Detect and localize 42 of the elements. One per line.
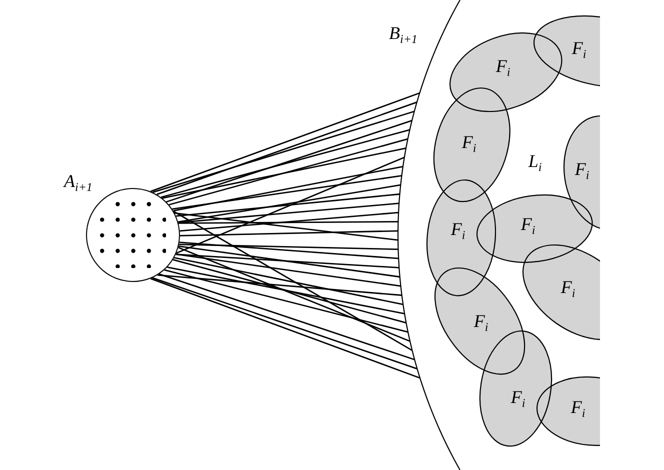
connecting-line [179,242,399,260]
connecting-line [172,259,406,324]
math-label: F$_{i}$ [462,133,476,153]
math-label: F$_{i}$ [560,278,576,298]
connecting-line [178,221,398,224]
connecting-line [180,212,399,232]
connecting-line [167,266,405,314]
math-label: F$_{i}$ [450,220,466,240]
connecting-line [172,175,402,210]
math-label: B$_{i+1}$ [389,24,418,44]
connecting-line [178,202,400,224]
connecting-line [164,269,408,333]
connecting-line [166,120,412,203]
connecting-line [178,246,410,342]
connecting-line [176,156,405,254]
math-label: F$_{i}$ [496,57,510,77]
math-label: F$_{i}$ [574,160,590,180]
connecting-line [173,210,413,352]
math-label: A$_{i+1}$ [64,172,92,192]
ellipse-region [532,15,600,88]
connecting-line [179,244,398,250]
ellipse-region [536,376,600,446]
connecting-line [178,184,401,223]
math-label: F$_{i}$ [572,39,586,59]
connecting-line [180,230,398,236]
ellipse-region [522,244,600,340]
connecting-line [174,257,404,306]
connecting-line [160,129,410,198]
math-label: F$_{i}$ [474,312,488,332]
connecting-line [157,274,402,296]
math-label: L$_{i}$ [528,152,542,172]
connecting-line [162,147,406,199]
math-label: F$_{i}$ [510,388,526,408]
math-label: F$_{i}$ [570,398,586,418]
connecting-line [158,273,415,360]
math-label: F$_{i}$ [520,215,536,235]
connecting-line [176,193,400,217]
connecting-line [178,245,400,278]
connecting-line [173,166,404,212]
connecting-line [176,254,401,287]
connecting-line [168,138,408,206]
connecting-line [174,212,398,241]
